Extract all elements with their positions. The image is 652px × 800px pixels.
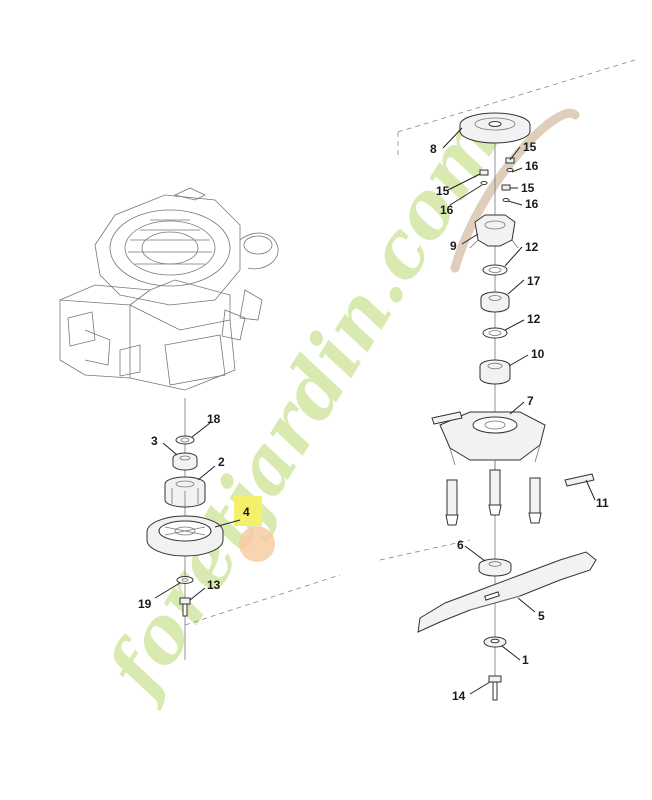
bearing-17[interactable] xyxy=(480,291,510,313)
part-label-2[interactable]: 2 xyxy=(218,455,225,469)
part-label-8[interactable]: 8 xyxy=(430,142,437,156)
bearing-3[interactable] xyxy=(172,452,198,471)
pulley-disc-4[interactable] xyxy=(146,515,224,557)
part-label-19[interactable]: 19 xyxy=(138,597,152,611)
ring-12-top[interactable] xyxy=(482,264,508,276)
sleeve-10[interactable] xyxy=(479,359,511,385)
part-label-15b[interactable]: 15 xyxy=(436,184,450,198)
highlight-part-4 xyxy=(234,496,262,526)
bracket-9[interactable] xyxy=(469,214,519,249)
washer-1[interactable] xyxy=(483,636,507,648)
part-label-5[interactable]: 5 xyxy=(538,609,545,623)
ring-12-bottom[interactable] xyxy=(482,327,508,339)
side-bolt-left[interactable] xyxy=(431,411,463,425)
pulley-8[interactable] xyxy=(459,112,531,144)
part-label-12a[interactable]: 12 xyxy=(525,240,539,254)
part-label-10[interactable]: 10 xyxy=(531,347,545,361)
bolt-13[interactable] xyxy=(179,597,191,617)
part-label-14[interactable]: 14 xyxy=(452,689,466,703)
washers-16[interactable] xyxy=(480,168,514,202)
watermark-text: foretjardin.com xyxy=(87,99,517,714)
washer-18[interactable] xyxy=(175,435,195,445)
projection-line-bottom xyxy=(184,574,341,626)
blade-5[interactable] xyxy=(417,551,597,633)
part-label-18[interactable]: 18 xyxy=(207,412,221,426)
part-label-15a[interactable]: 15 xyxy=(523,140,537,154)
part-label-7[interactable]: 7 xyxy=(527,394,534,408)
part-labels: 18 3 2 4 19 13 8 15 16 15 16 15 16 9 12 … xyxy=(138,140,609,703)
part-label-16c[interactable]: 16 xyxy=(525,197,539,211)
part-label-9[interactable]: 9 xyxy=(450,239,457,253)
projection-line-mid xyxy=(379,539,471,561)
hub-2[interactable] xyxy=(164,476,206,508)
washer-19[interactable] xyxy=(176,576,194,584)
watermark-swoosh xyxy=(450,108,580,273)
bolt-14[interactable] xyxy=(488,675,502,701)
part-label-4[interactable]: 4 xyxy=(243,505,250,519)
part-label-13[interactable]: 13 xyxy=(207,578,221,592)
screws-housing[interactable] xyxy=(445,469,542,526)
part-label-16a[interactable]: 16 xyxy=(525,159,539,173)
adapter-6[interactable] xyxy=(478,558,512,577)
part-label-15c[interactable]: 15 xyxy=(521,181,535,195)
watermark: foretjardin.com xyxy=(87,99,580,714)
engine-illustration xyxy=(59,187,279,391)
side-bolt-11[interactable] xyxy=(564,473,595,487)
part-label-16b[interactable]: 16 xyxy=(440,203,454,217)
leader-lines xyxy=(154,127,596,695)
part-label-1[interactable]: 1 xyxy=(522,653,529,667)
watermark-orange-dot xyxy=(239,526,275,562)
screws-15[interactable] xyxy=(479,157,515,191)
part-label-17[interactable]: 17 xyxy=(527,274,541,288)
part-label-12b[interactable]: 12 xyxy=(527,312,541,326)
housing-7[interactable] xyxy=(439,411,546,475)
part-label-11[interactable]: 11 xyxy=(596,496,609,510)
part-label-3[interactable]: 3 xyxy=(151,434,158,448)
part-label-6[interactable]: 6 xyxy=(457,538,464,552)
